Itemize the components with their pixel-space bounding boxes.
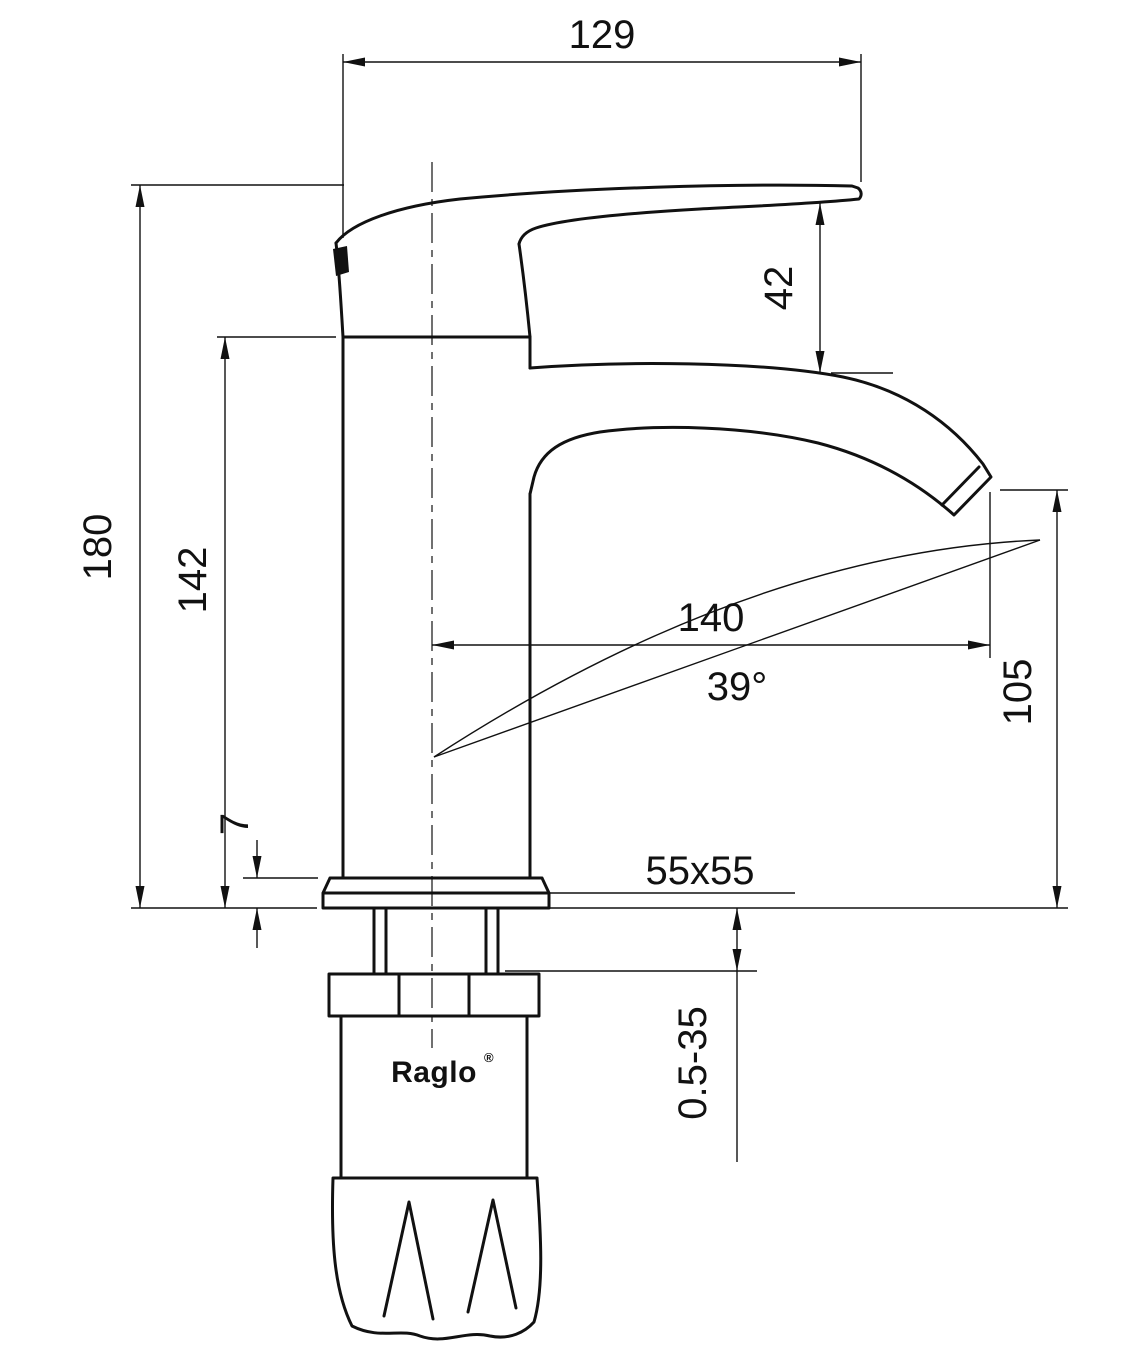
dim-body-height-value: 142 xyxy=(171,547,215,614)
brand-name: Raglo xyxy=(391,1056,477,1089)
handle-lever xyxy=(334,183,863,246)
aerator-face xyxy=(940,465,981,507)
brand-logo: Raglo ® xyxy=(391,1050,494,1089)
dim-handle-clearance-value: 42 xyxy=(757,266,801,311)
dim-spout-outlet-height: 105 xyxy=(996,489,1068,908)
base-plate xyxy=(321,876,551,910)
faucet-outline xyxy=(321,183,993,1341)
body-column xyxy=(341,335,532,880)
dim-base-plate-thickness: 7 xyxy=(213,813,318,948)
dim-base-plate-thickness-value: 7 xyxy=(213,813,257,835)
dim-handle-clearance: 42 xyxy=(757,203,893,374)
dim-base-plate-size-value: 55x55 xyxy=(646,849,755,893)
dim-body-height: 142 xyxy=(171,336,336,908)
dim-spout-angle: 39° xyxy=(433,539,1041,758)
dim-spout-reach: 140 xyxy=(432,492,991,658)
locknut xyxy=(327,972,541,1018)
registered-mark: ® xyxy=(484,1050,494,1065)
dim-mounting-range: 0.5-35 xyxy=(505,908,757,1162)
ribbed-cone xyxy=(330,1176,543,1341)
cone-grip-notches xyxy=(382,1198,518,1321)
dim-spout-reach-value: 140 xyxy=(678,596,745,640)
dim-overall-height: 180 xyxy=(76,184,344,909)
dim-overall-width: 129 xyxy=(342,13,862,238)
dim-mounting-range-value: 0.5-35 xyxy=(671,1006,715,1119)
dim-spout-outlet-height-value: 105 xyxy=(996,659,1040,726)
dim-overall-width-value: 129 xyxy=(569,13,636,57)
cartridge-dome xyxy=(334,241,532,339)
dim-base-plate-size: 55x55 xyxy=(549,849,1068,909)
dim-spout-angle-value: 39° xyxy=(707,665,768,709)
threaded-shank xyxy=(372,906,500,976)
supply-body xyxy=(339,1014,529,1180)
spout xyxy=(528,362,993,517)
dim-overall-height-value: 180 xyxy=(76,514,120,581)
